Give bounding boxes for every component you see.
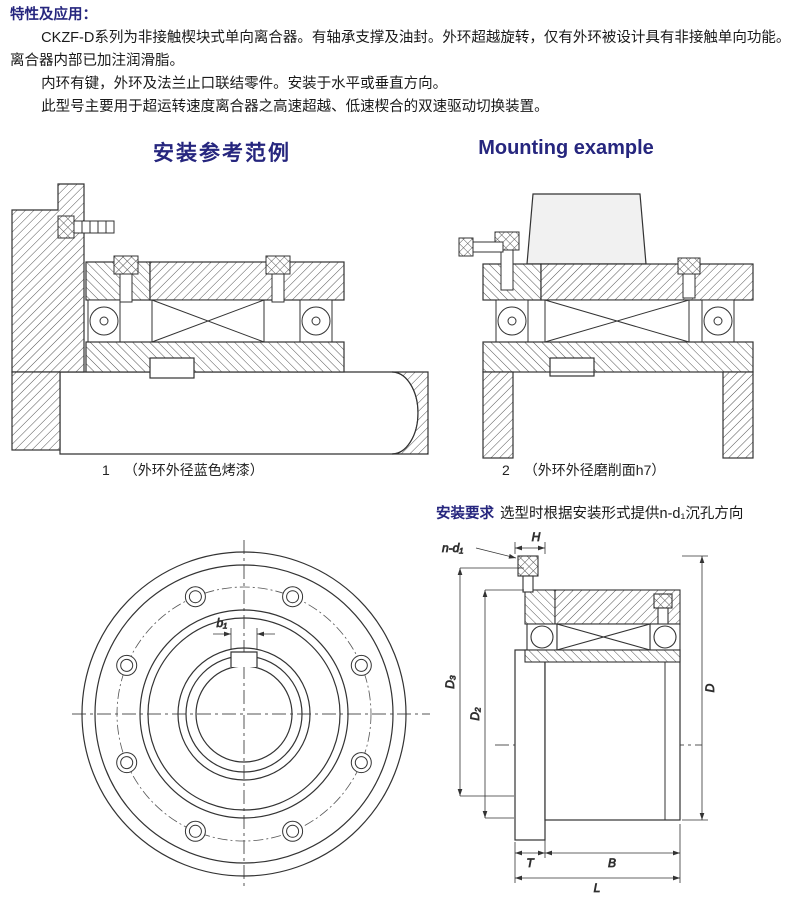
hub-cylinder	[482, 371, 754, 459]
bearing-left	[495, 299, 529, 343]
figure-1-caption-text: （外环外径蓝色烤漆）	[123, 462, 264, 478]
figure-2-caption-text: （外环外径磨削面h7）	[523, 462, 666, 478]
inner-ring-section	[85, 341, 345, 379]
sprag-cage	[544, 299, 690, 343]
dimension-lines: n-d₁ H D₃ D₂ D T B L	[442, 530, 718, 896]
bearing-right	[701, 299, 735, 343]
dim-label-D3: D₃	[443, 675, 457, 689]
bearing-right	[299, 299, 333, 343]
key	[149, 357, 195, 379]
mounting-requirement-text: 选型时根据安装形式提供n-d₁沉孔方向	[500, 506, 744, 522]
flange-plate	[514, 649, 546, 841]
heading-mounting-example-cn: 安装参考范例	[153, 142, 291, 165]
dim-label-T: T	[526, 856, 535, 870]
inner-ring-section	[524, 649, 681, 663]
outer-ring-section	[85, 261, 345, 301]
bearing-left	[87, 299, 121, 343]
intro-para-1: CKZF-D系列为非接触楔块式单向离合器。有轴承支撑及油封。外环超越旋转，仅有外…	[10, 30, 791, 69]
figure-2-number: 2	[502, 462, 510, 478]
outer-ring-body	[544, 649, 681, 821]
counterbore-bolt	[517, 555, 539, 577]
figure-2-caption: 2 （外环外径磨削面h7）	[502, 460, 665, 480]
body-outline	[514, 649, 681, 841]
keyway-width-dimension: b₁	[213, 616, 275, 650]
key	[549, 357, 595, 377]
side-view-drawing: n-d₁ H D₃ D₂ D T B L	[442, 530, 718, 896]
cap-screws	[113, 255, 291, 303]
dim-label-n-d1: n-d₁	[442, 541, 463, 555]
dim-label-b1: b₁	[217, 616, 228, 630]
sprag-cage	[151, 299, 265, 343]
intro-para-2: 内环有键，外环及法兰止口联结零件。安装于水平或垂直方向。	[41, 76, 448, 92]
intro-text: 特性及应用： CKZF-D系列为非接触楔块式单向离合器。有轴承支撑及油封。外环超…	[10, 4, 804, 119]
bolt-holes	[116, 586, 372, 842]
dim-label-H: H	[532, 530, 541, 544]
dim-label-B: B	[608, 856, 616, 870]
cap-screws	[458, 231, 701, 299]
keyway	[230, 651, 258, 667]
mounting-requirement-label: 安装要求	[436, 506, 494, 522]
inner-ring-section	[482, 341, 754, 377]
mounting-requirement-note: 安装要求选型时根据安装形式提供n-d₁沉孔方向	[436, 502, 743, 523]
figure-2-mounting-drawing	[458, 193, 754, 459]
outer-ring-section	[482, 263, 754, 301]
figure-1-number: 1	[102, 462, 110, 478]
dim-label-D: D	[703, 683, 717, 692]
section-strip	[517, 555, 681, 663]
figure-1-mounting-drawing	[11, 183, 429, 455]
bolt-pitch-circle	[116, 586, 372, 842]
mounting-block	[526, 193, 647, 265]
front-view-drawing: b₁	[72, 540, 430, 888]
horizontal-bolt	[57, 215, 115, 239]
figure-1-caption: 1 （外环外径蓝色烤漆）	[102, 460, 264, 480]
dim-label-D2: D₂	[468, 707, 482, 721]
heading-mounting-example-en: Mounting example	[478, 137, 654, 159]
intro-para-3: 此型号主要用于超运转速度离合器之高速超越、低速楔合的双速驱动切换装置。	[41, 99, 549, 115]
intro-heading: 特性及应用：	[10, 7, 97, 23]
shaft	[59, 371, 429, 455]
concentric-circles	[81, 551, 407, 877]
dim-label-L: L	[594, 881, 601, 895]
centerlines	[72, 540, 430, 888]
